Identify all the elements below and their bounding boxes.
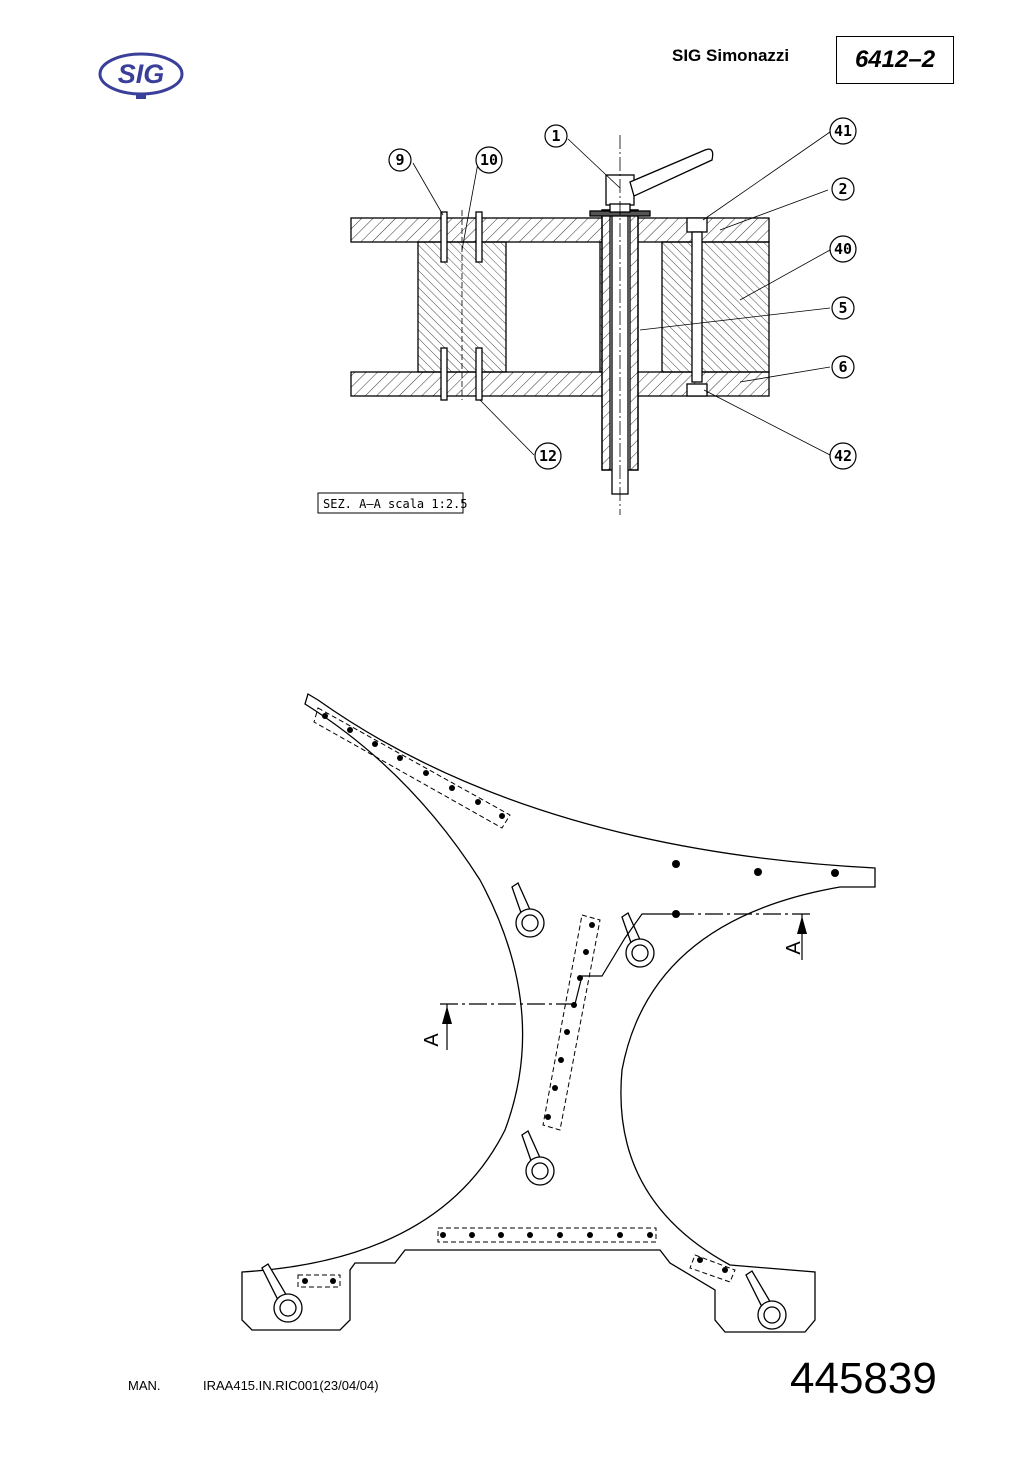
left-spacer — [417, 241, 507, 373]
svg-text:6: 6 — [838, 358, 847, 376]
balloon-12: 12 — [534, 442, 562, 470]
balloon-1: 1 — [544, 124, 568, 148]
balloon-5: 5 — [831, 296, 855, 320]
svg-text:1: 1 — [551, 127, 560, 145]
section-label: SEZ. A–A scala 1:2.5 — [323, 497, 468, 511]
document-number: 445839 — [790, 1354, 937, 1403]
balloon-2: 2 — [831, 177, 855, 201]
page-number: 6412–2 — [854, 46, 936, 73]
balloon-40: 40 — [829, 235, 857, 263]
svg-text:9: 9 — [395, 151, 404, 169]
svg-text:5: 5 — [838, 299, 847, 317]
balloon-10: 10 — [475, 146, 503, 174]
svg-text:12: 12 — [539, 447, 557, 465]
svg-text:40: 40 — [834, 240, 852, 258]
section-marker-right: A — [783, 941, 805, 955]
page-number-box: 6412–2 — [836, 36, 954, 84]
footer-reference: IRAA415.IN.RIC001(23/04/04) — [203, 1378, 379, 1393]
balloon-9: 9 — [388, 148, 412, 172]
footer-man-label: MAN. — [128, 1378, 161, 1393]
svg-text:2: 2 — [838, 180, 847, 198]
balloon-42: 42 — [829, 442, 857, 470]
company-name: SIG Simonazzi — [672, 46, 790, 65]
svg-text:42: 42 — [834, 447, 852, 465]
balloon-6: 6 — [831, 355, 855, 379]
svg-text:10: 10 — [480, 151, 498, 169]
section-marker-left: A — [421, 1033, 443, 1047]
section-view-drawing: 1 9 10 41 2 40 5 6 12 42 SEZ. A–A scala … — [317, 117, 857, 515]
logo-lettering: SIG — [118, 59, 165, 89]
right-spacer — [661, 241, 770, 373]
plan-view-drawing: A A — [241, 693, 876, 1333]
svg-text:41: 41 — [834, 122, 852, 140]
balloon-41: 41 — [829, 117, 857, 145]
sig-logo: SIG — [98, 52, 184, 102]
